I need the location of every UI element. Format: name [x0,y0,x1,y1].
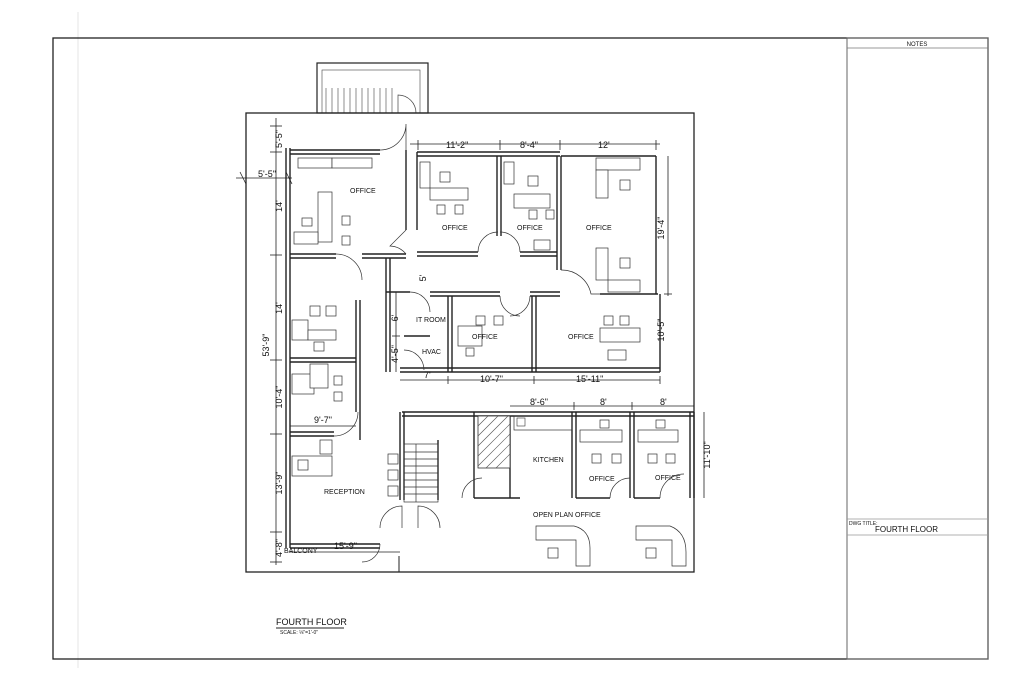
dim-11-2: 11'-2" [446,140,468,150]
room-office-6: OFFICE [568,334,594,341]
dim-11-10: 11'-10" [702,441,712,468]
dim-10-5: 10'-5" [656,319,666,342]
room-office-1: OFFICE [350,188,376,195]
drawing-title: FOURTH FLOOR SCALE: ⅛"=1'-0" [276,617,347,636]
room-office-8: OFFICE [655,475,681,482]
dim-15-11: 15'-11" [576,374,603,384]
dim-7: 7' [424,370,431,380]
dim-8-second: 8' [660,397,667,407]
room-hvac: HVAC [422,349,441,356]
dim-14-lower: 14' [274,302,284,314]
drawing-scale: SCALE: ⅛"=1'-0" [280,630,318,636]
dwg-title-label: DWG TITLE: [849,521,878,527]
dim-53-9: 53'-9" [261,334,271,357]
dim-19-4: 19'-4" [656,217,666,240]
dim-4-8: 4'-8" [274,539,284,557]
dim-5-5-vertical: 5'-5" [274,130,284,148]
dimension-lines [236,118,705,565]
dim-10-7: 10'-7" [480,374,503,384]
building-outline [245,112,695,573]
dim-5: 5' [418,274,428,281]
room-balcony: BALCONY [284,548,318,555]
dim-14-upper: 14' [274,200,284,212]
dim-9-7: 9'-7" [314,415,332,425]
walls [285,148,695,549]
dim-15-9: 15'-9" [334,541,357,551]
room-kitchen: KITCHEN [533,457,564,464]
room-office-3: OFFICE [517,225,543,232]
door-swings [333,123,685,563]
room-reception: RECEPTION [324,489,365,496]
room-open-plan: OPEN PLAN OFFICE [533,512,601,519]
drawing-title-name: FOURTH FLOOR [276,617,347,627]
dim-8-4: 8'-4" [520,140,538,150]
room-it-room: IT ROOM [416,317,446,324]
dim-12: 12' [598,140,610,150]
dim-8-6: 8'-6" [530,397,548,407]
kitchen-hatch [477,415,573,469]
room-labels: OFFICE OFFICE OFFICE OFFICE IT ROOM HVAC… [284,188,681,555]
dim-5-5-horizontal: 5'-5" [258,169,276,179]
stairs [403,443,439,503]
room-office-5: OFFICE [472,334,498,341]
dim-10-4: 10'-4" [274,386,284,409]
roof-stair [316,62,429,114]
furniture [291,157,687,567]
room-office-2: OFFICE [442,225,468,232]
room-office-4: OFFICE [586,225,612,232]
dimension-labels: 5'-5" 5'-5" 14' 14' 53'-9" 10'-4" 13'-9"… [258,130,712,557]
notes-heading: NOTES [907,42,928,48]
dim-4-5: 4'-5" [390,345,400,363]
title-block: NOTES DWG TITLE: FOURTH FLOOR [846,37,989,660]
dim-13-9: 13'-9" [274,472,284,495]
sheet-border [52,37,989,660]
dwg-title: FOURTH FLOOR [875,525,938,534]
dim-6: 6' [390,314,400,321]
room-office-7: OFFICE [589,476,615,483]
dim-8-first: 8' [600,397,607,407]
